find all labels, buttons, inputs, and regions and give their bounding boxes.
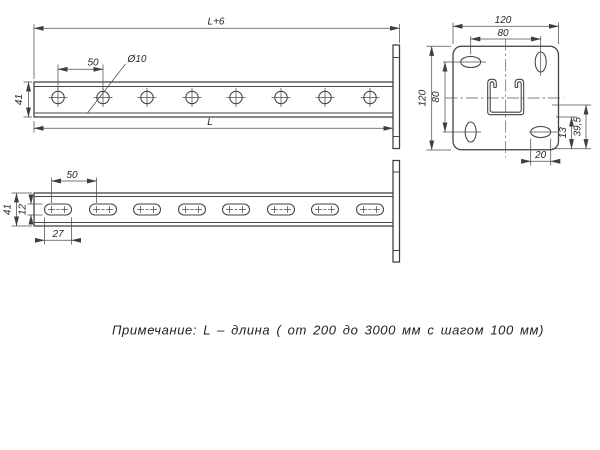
dim-label-plate-height: 120 [418, 89, 429, 106]
strut-bar-outline [33, 192, 394, 227]
dim-label-slot-length: 27 [51, 229, 64, 240]
dim-label-slot-length: 20 [534, 150, 547, 161]
dim-label-length: L [207, 117, 213, 128]
dimension-plate-height-120: 120 [418, 45, 451, 151]
view-side-round-holes: L+6 50 Ø10 41 L [14, 17, 401, 150]
dimension-slot-length-27: 27 [34, 217, 82, 245]
dim-label-slot-offset: 13 [558, 127, 569, 139]
end-plate-edge [392, 159, 401, 263]
plate-oval-holes [443, 36, 558, 143]
dimension-hole-diameter: Ø10 [86, 54, 147, 114]
dim-label-hole-diameter: Ø10 [127, 54, 147, 65]
dim-label-hole-spacing-vertical: 80 [431, 91, 442, 103]
dimension-center-offset-39-5: 39,5 [552, 104, 591, 150]
dim-label-slot-width: 12 [18, 204, 29, 216]
dimension-hole-spacing-horizontal-80: 80 [470, 28, 542, 42]
dim-label-plate-width: 120 [495, 15, 512, 26]
dimension-slot-width-12: 12 [18, 194, 43, 225]
dim-label-hole-spacing-horizontal: 80 [497, 28, 509, 39]
centerlines [445, 38, 564, 158]
dimension-hole-spacing-vertical-80: 80 [431, 61, 448, 133]
dimension-slot-spacing: 50 [51, 170, 97, 203]
strut-bar-outline [33, 81, 394, 118]
dim-label-hole-spacing: 50 [87, 58, 99, 69]
view-side-slots: 50 41 12 27 [3, 159, 401, 263]
dim-label-center-offset: 39,5 [572, 117, 583, 137]
strut-profile-section [487, 78, 525, 116]
dim-label-slot-spacing: 50 [66, 170, 78, 181]
dimension-plate-width-120: 120 [452, 15, 559, 44]
dim-label-height: 41 [14, 94, 25, 105]
round-holes [47, 87, 381, 108]
end-plate-edge [392, 44, 401, 150]
dimension-length-L: L [33, 117, 394, 133]
dim-label-height: 41 [3, 204, 14, 215]
dim-label-total-length: L+6 [208, 17, 225, 28]
dimension-total-length: L+6 [33, 17, 400, 79]
dimension-height-41: 41 [3, 192, 32, 227]
dimension-height-41: 41 [14, 81, 32, 118]
note-text: Примечание: L – длина ( от 200 до 3000 м… [112, 323, 544, 338]
dimension-hole-spacing: 50 [57, 58, 104, 90]
view-end-plate: 120 80 120 80 20 13 [418, 15, 591, 166]
dimension-slot-length-20: 20 [521, 138, 561, 166]
slotted-holes [43, 203, 385, 216]
